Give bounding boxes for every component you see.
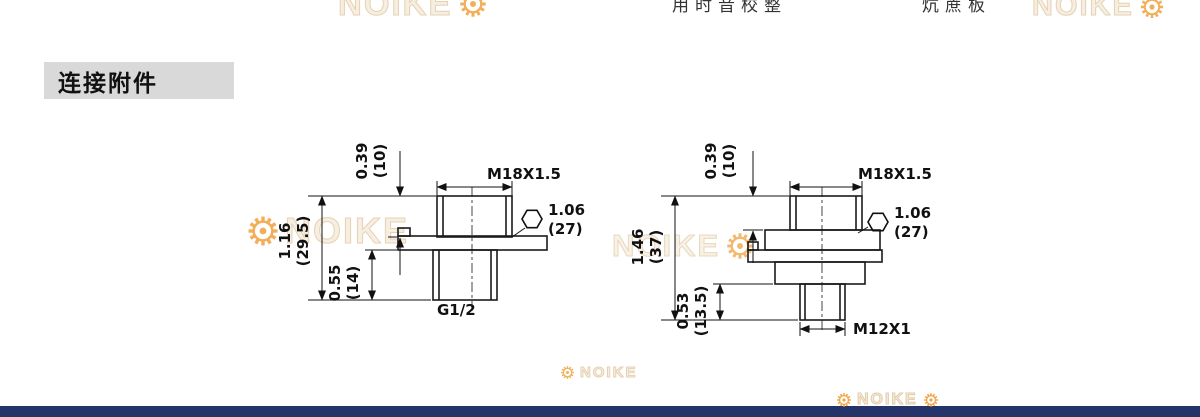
left-dimension-lines xyxy=(308,151,526,301)
gear-icon xyxy=(1139,0,1165,20)
dim-label: (27) xyxy=(548,220,583,238)
top-clipped-text-left: 用时音校整 xyxy=(672,0,787,15)
dim-label: (10) xyxy=(371,144,389,179)
watermark-text: NOIKE xyxy=(338,0,453,23)
dim-label: 0.39 xyxy=(702,142,720,179)
left-fitting-drawing: 0.39 (10) M18X1.5 1.06 (27) 1.16 (29.5) … xyxy=(276,142,585,319)
right-dimension-lines xyxy=(661,151,869,336)
gear-icon xyxy=(560,365,575,380)
watermark-top-center: NOIKE xyxy=(338,0,488,23)
dim-label: 0.39 xyxy=(353,142,371,179)
section-title: 连接附件 xyxy=(58,69,158,96)
dim-label: 1.46 xyxy=(629,228,647,265)
dim-label: 1.06 xyxy=(894,204,931,222)
dim-label: (37) xyxy=(647,230,665,265)
section-header: 连接附件 xyxy=(44,62,234,99)
hexagon-symbol xyxy=(867,212,889,232)
thread-label: M18X1.5 xyxy=(858,165,932,183)
watermark-text: NOIKE xyxy=(1032,0,1134,23)
thread-label: G1/2 xyxy=(437,301,476,319)
right-fitting-drawing: 0.39 (10) M18X1.5 1.06 (27) 1.46 (37) 0.… xyxy=(629,142,932,338)
gear-icon xyxy=(458,0,488,19)
hexagon-symbol xyxy=(521,209,543,229)
dim-label: 1.06 xyxy=(548,201,585,219)
top-clipped-text-right: 炕蔗板 xyxy=(922,0,991,15)
left-part-outline xyxy=(397,195,548,301)
thread-label: M18X1.5 xyxy=(487,165,561,183)
dim-label: (27) xyxy=(894,223,929,241)
dim-label: (29.5) xyxy=(294,216,312,267)
dim-label: (13.5) xyxy=(692,286,710,337)
dim-label: 0.53 xyxy=(674,292,692,329)
watermark-top-right: NOIKE xyxy=(1032,0,1165,23)
dim-label: 0.55 xyxy=(326,264,344,301)
dim-label: (14) xyxy=(344,266,362,301)
right-part-outline xyxy=(747,195,883,321)
dim-label: 1.16 xyxy=(276,222,294,259)
bottom-bar xyxy=(0,406,1200,417)
dim-label: (10) xyxy=(720,144,738,179)
thread-label: M12X1 xyxy=(853,320,911,338)
